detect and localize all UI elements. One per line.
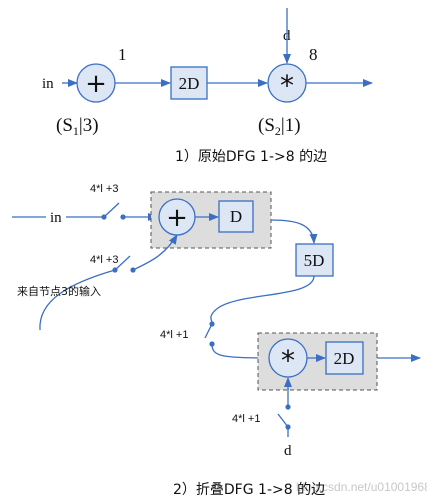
bottom-middle-delay	[295, 243, 334, 277]
bottom-mul-delay-label: 2D	[334, 349, 355, 368]
bottom-middle-delay-label: 5D	[304, 251, 325, 270]
top-schedule-mul: (S2|1)	[258, 115, 301, 138]
top-input-label: in	[42, 76, 54, 92]
top-node1-id: 1	[118, 45, 127, 64]
bottom-input-label: in	[50, 210, 62, 226]
bottom-switch-top-blade	[103, 202, 120, 218]
top-mul-symbol: *	[280, 69, 294, 102]
bottom-add-delay	[218, 200, 254, 233]
bottom-switch-lower-out	[211, 343, 269, 362]
original-dfg: in + 1 2D * 8 d (S1|3) (S2|1) 1）原始DFG 1-…	[42, 8, 373, 165]
top-add-symbol: +	[85, 69, 107, 99]
bottom-switch-lower-label: 4*l +1	[160, 329, 188, 341]
bottom-switch-bottom-blade	[277, 413, 289, 428]
bottom-switch-top-pivot	[101, 214, 107, 220]
top-caption: 1）原始DFG 1->8 的边	[175, 149, 327, 165]
top-delay-label: 2D	[179, 74, 200, 93]
bottom-feedback-curve	[39, 269, 116, 331]
bottom-caption: 2）折叠DFG 1->8 的边	[173, 482, 325, 498]
bottom-d-label: d	[284, 443, 292, 459]
bottom-switch-bottom-label: 4*l +1	[232, 413, 260, 425]
bottom-switch-lower-blade	[204, 323, 213, 339]
watermark: blog.csdn.net/u010019681	[296, 480, 427, 494]
bottom-add-delay-label: D	[230, 207, 242, 226]
bottom-switch-mid-out	[132, 234, 178, 271]
bottom-5d-to-switch	[210, 275, 315, 323]
top-node8-id: 8	[309, 45, 318, 64]
bottom-switch-bottom-pivot	[285, 424, 291, 430]
bottom-d-to-5d	[270, 219, 318, 244]
bottom-mul-symbol: *	[281, 344, 295, 377]
bottom-switch-top-label: 4*l +3	[90, 183, 118, 195]
top-schedule-add: (S1|3)	[56, 115, 99, 138]
folded-dfg: in 4*l +3 + D 4*l +3 来自节点3的输入 5D 4*l +1	[12, 183, 427, 498]
bottom-mul-delay	[325, 341, 364, 375]
bottom-add-symbol: +	[166, 203, 188, 233]
bottom-switch-mid-blade	[114, 255, 131, 271]
bottom-feedback-note: 来自节点3的输入	[17, 284, 101, 298]
bottom-switch-mid-label: 4*l +3	[90, 254, 118, 266]
bottom-switch-lower-pivot	[209, 321, 215, 327]
